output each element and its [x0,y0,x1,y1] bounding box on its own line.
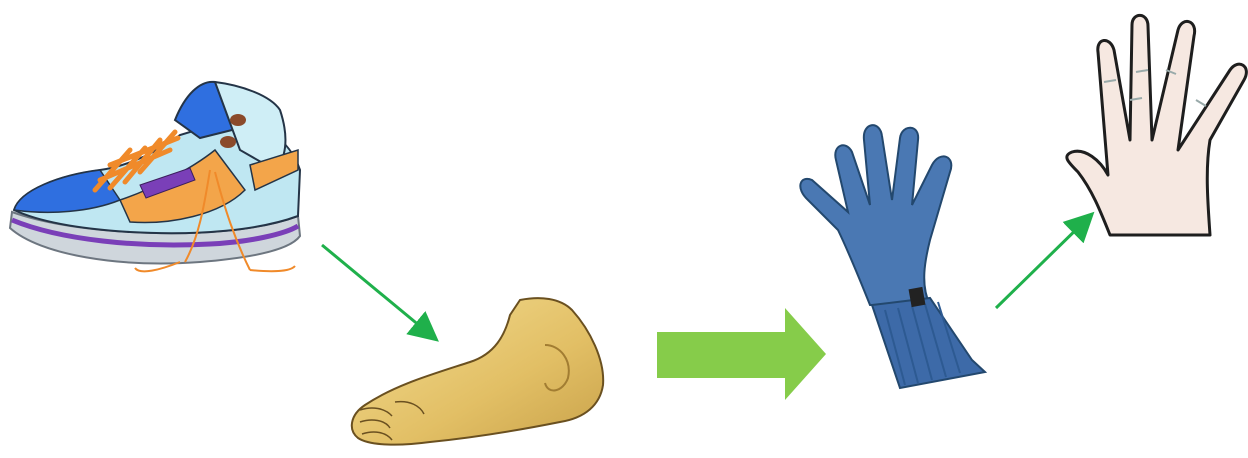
sneaker-icon [10,82,300,272]
hand-icon [1067,15,1247,235]
arrow-glove-to-hand [996,218,1088,308]
arrow-shoe-to-foot [322,245,432,336]
glove-icon [800,125,985,388]
foot-icon [352,298,603,444]
block-arrow-foot-to-glove [657,308,826,400]
